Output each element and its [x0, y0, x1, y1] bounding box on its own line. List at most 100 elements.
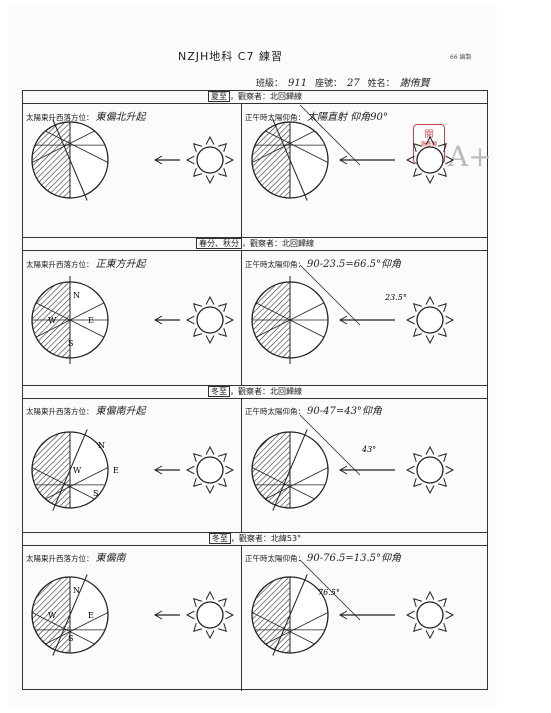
author-credit: 66 編製 — [450, 54, 472, 61]
right-label: 正午時太陽仰角： — [245, 407, 305, 416]
compass-letter: S — [93, 489, 98, 498]
sun-ray — [412, 302, 422, 312]
right-answer: 90-76.5=13.5°仰角 — [307, 553, 402, 564]
sun-ray — [218, 328, 228, 338]
latitude-line — [31, 467, 95, 500]
sun-ray — [185, 610, 195, 620]
right-question: 正午時太陽仰角：90-76.5=13.5°仰角 — [245, 549, 401, 564]
right-question: 正午時太陽仰角：90-47=43°仰角 — [245, 402, 382, 417]
sun-ray — [185, 155, 195, 165]
sun-ray — [185, 465, 195, 475]
sun-ray — [192, 168, 202, 178]
latitude-line — [35, 302, 105, 338]
sun-ray — [425, 485, 435, 495]
name-label: 姓名： — [367, 79, 395, 89]
sun-ray — [185, 315, 195, 325]
sun-ray — [218, 623, 228, 633]
horizon-line — [299, 264, 361, 326]
night-side — [31, 576, 71, 654]
compass-letter: E — [113, 466, 119, 475]
arrowhead — [153, 315, 163, 325]
sun-icon — [196, 306, 224, 334]
sun-ray — [225, 315, 235, 325]
sun-ray — [425, 335, 435, 345]
sun-ray — [438, 328, 448, 338]
column-divider — [241, 103, 242, 237]
sun-ray — [438, 478, 448, 488]
section-title-rest: ，觀察者：北緯53° — [230, 534, 302, 543]
grade-mark: A+ — [448, 140, 492, 173]
sun-ray — [205, 175, 215, 185]
latitude-line — [45, 467, 109, 500]
sun-icon — [196, 601, 224, 629]
sun-ray — [218, 302, 228, 312]
sun-ray — [205, 445, 215, 455]
sun-icon — [416, 456, 444, 484]
sun-ray — [412, 597, 422, 607]
column-divider — [241, 398, 242, 532]
worksheet-table: 夏至，觀察者：北回歸線 太陽東升西落方位：東偏北升起 正午時太陽仰角：太陽直射 … — [22, 90, 488, 691]
arrowhead — [338, 610, 348, 620]
sun-ray — [225, 465, 235, 475]
sun-ray — [438, 168, 448, 178]
compass-letter: W — [48, 611, 57, 620]
sun-ray — [438, 597, 448, 607]
sun-ray — [225, 155, 235, 165]
sun-ray — [192, 142, 202, 152]
stamp-bottom: 張彥賢 — [420, 142, 438, 148]
compass-letter: W — [73, 466, 82, 475]
angle-note: 23.5° — [384, 293, 407, 302]
arrowhead — [338, 155, 348, 165]
latitude-line — [251, 612, 315, 645]
sun-ray — [445, 315, 455, 325]
night-side — [251, 431, 291, 509]
column-divider — [241, 545, 242, 691]
seat-value: 27 — [347, 78, 360, 89]
left-question: 太陽東升西落方位：東偏南 — [26, 549, 126, 564]
latitude-line — [251, 130, 315, 163]
left-answer: 東偏南 — [95, 553, 126, 564]
sun-icon — [196, 146, 224, 174]
sun-ray — [412, 478, 422, 488]
earth-axis — [272, 574, 308, 656]
sun-ray — [205, 135, 215, 145]
sun-ray — [425, 630, 435, 640]
latitude-line — [255, 302, 325, 338]
sun-ray — [192, 452, 202, 462]
left-answer: 東偏南升起 — [95, 406, 146, 417]
sun-ray — [425, 590, 435, 600]
compass-letter: E — [88, 316, 94, 325]
right-label: 正午時太陽仰角： — [245, 554, 305, 563]
stamp-top: 閱 — [424, 130, 434, 140]
compass-letter: N — [73, 586, 80, 595]
sun-ray — [218, 142, 228, 152]
sun-ray — [192, 597, 202, 607]
sun-ray — [425, 445, 435, 455]
arrowhead — [153, 155, 163, 165]
class-label: 班級： — [256, 79, 284, 89]
left-label: 太陽東升西落方位： — [26, 407, 94, 416]
right-answer: 90-23.5=66.5°仰角 — [307, 259, 402, 270]
sun-ray — [412, 452, 422, 462]
seat-label: 座號： — [314, 79, 342, 89]
sun-ray — [412, 142, 422, 152]
latitude-line — [265, 130, 329, 163]
earth-axis — [272, 429, 308, 511]
right-label: 正午時太陽仰角： — [245, 260, 305, 269]
left-label: 太陽東升西落方位： — [26, 113, 94, 122]
sun-ray — [438, 142, 448, 152]
sun-ray — [445, 155, 455, 165]
latitude-line — [31, 130, 95, 163]
name-value: 謝侑賢 — [399, 78, 430, 89]
student-info: 班級：911 座號：27 姓名：謝侑賢 — [256, 74, 435, 89]
earth-axis — [272, 119, 308, 201]
right-label: 正午時太陽仰角： — [245, 113, 305, 122]
horizon-line — [299, 414, 361, 476]
section-header: 夏至，觀察者：北回歸線 — [23, 91, 487, 104]
sun-ray — [205, 485, 215, 495]
arrowhead — [153, 610, 163, 620]
sun-ray — [445, 610, 455, 620]
section-title-rest: ，觀察者：北回歸線 — [242, 239, 314, 248]
sun-ray — [425, 175, 435, 185]
